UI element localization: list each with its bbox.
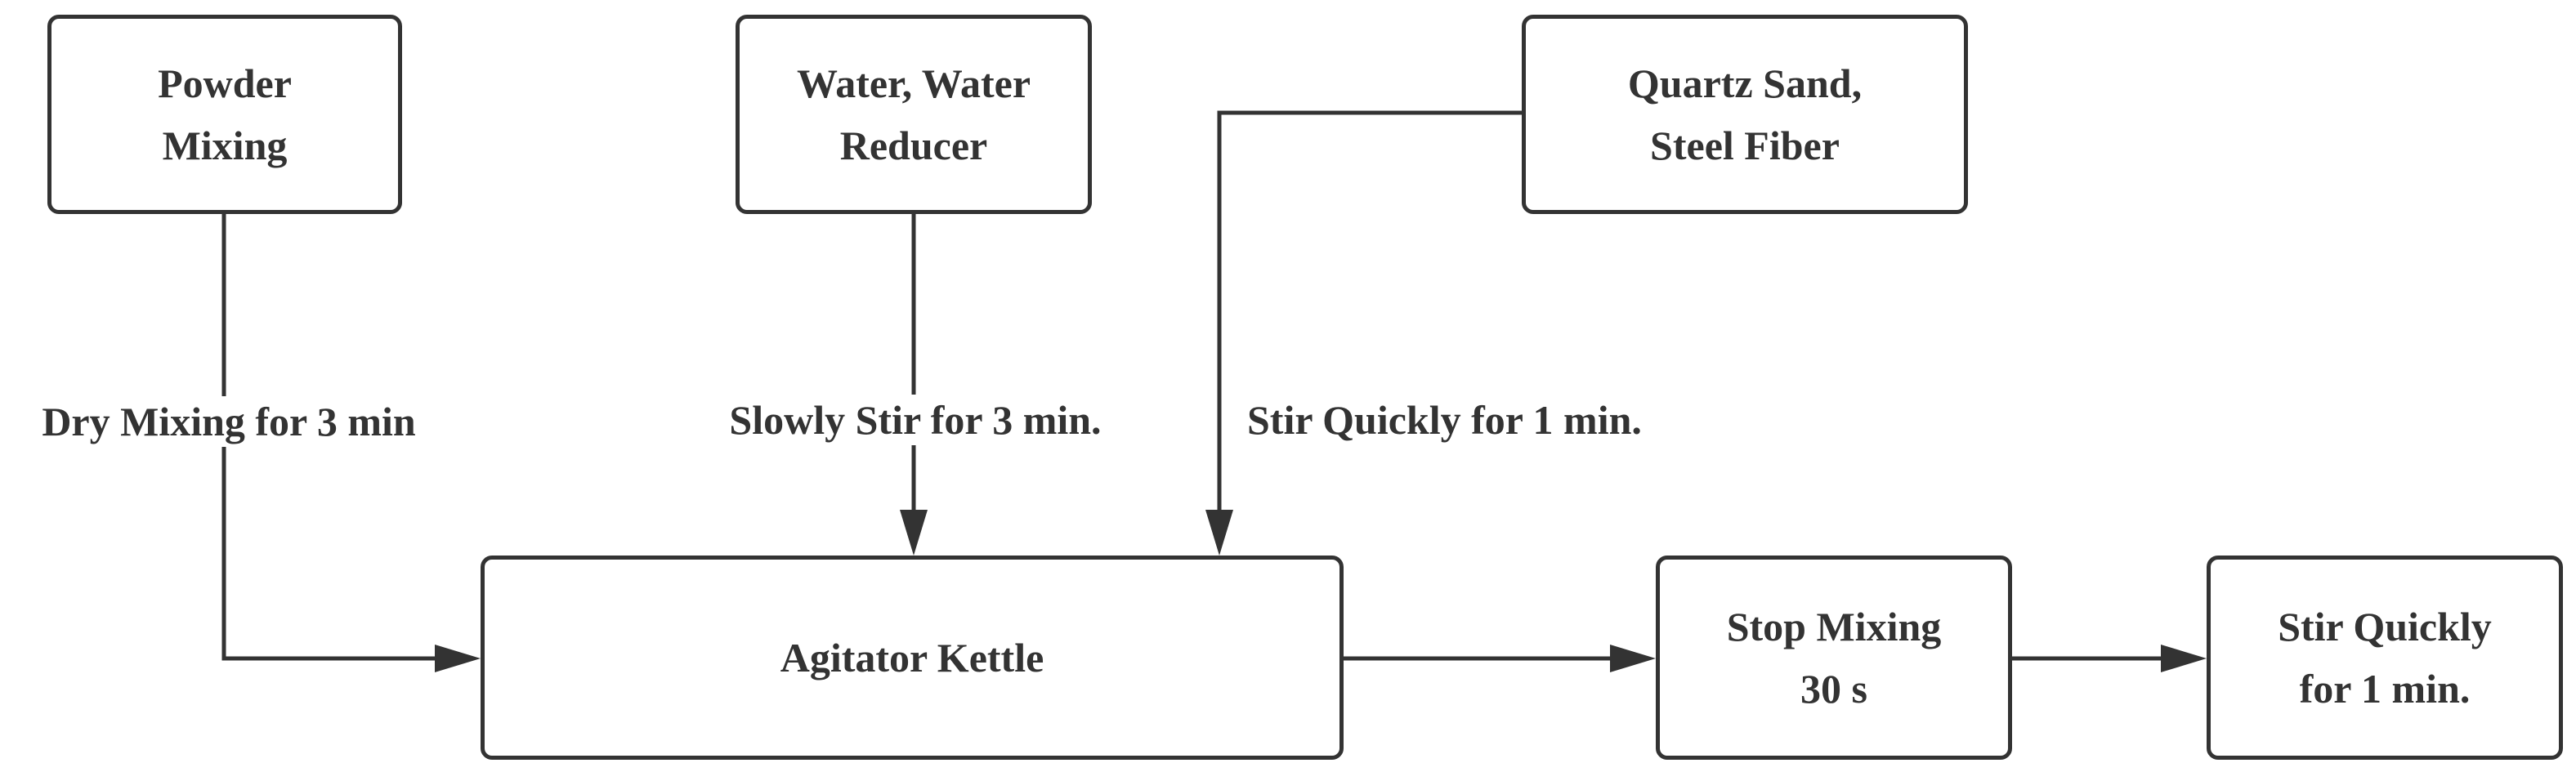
node-agitator-kettle-label: Agitator Kettle [780, 635, 1044, 681]
connector-powder-to-kettle [221, 214, 440, 661]
node-powder-mixing-line2: Mixing [162, 123, 288, 168]
edge-label-slowly-stir: Slowly Stir for 3 min. [726, 395, 1105, 445]
arrowhead-powder-to-kettle [435, 645, 481, 672]
node-stop-mixing-line2: 30 s [1800, 666, 1867, 712]
node-quartz-steel-line2: Steel Fiber [1650, 123, 1840, 168]
connector-quartz-to-kettle [1217, 110, 1522, 511]
node-stir-quickly-line2: for 1 min. [2299, 666, 2471, 712]
edge-label-dry-mixing: Dry Mixing for 3 min [38, 396, 419, 447]
arrowhead-stop-to-stir [2161, 645, 2207, 672]
node-powder-mixing-line1: Powder [158, 60, 292, 106]
node-agitator-kettle: Agitator Kettle [481, 556, 1344, 760]
node-quartz-steel: Quartz Sand, Steel Fiber [1522, 15, 1968, 214]
node-stop-mixing: Stop Mixing 30 s [1656, 556, 2012, 760]
arrowhead-quartz-to-kettle [1205, 510, 1233, 556]
arrowhead-water-to-kettle [900, 510, 928, 556]
edge-label-stir-quickly: Stir Quickly for 1 min. [1244, 395, 1645, 445]
node-stir-quickly: Stir Quickly for 1 min. [2207, 556, 2563, 760]
node-stop-mixing-line1: Stop Mixing [1726, 604, 1942, 649]
node-stir-quickly-line1: Stir Quickly [2278, 604, 2492, 649]
node-water-reducer: Water, Water Reducer [736, 15, 1092, 214]
node-powder-mixing: Powder Mixing [47, 15, 402, 214]
arrowhead-kettle-to-stop [1610, 645, 1656, 672]
node-quartz-steel-line1: Quartz Sand, [1627, 60, 1863, 106]
node-water-reducer-line2: Reducer [839, 123, 988, 168]
node-water-reducer-line1: Water, Water [796, 60, 1031, 106]
